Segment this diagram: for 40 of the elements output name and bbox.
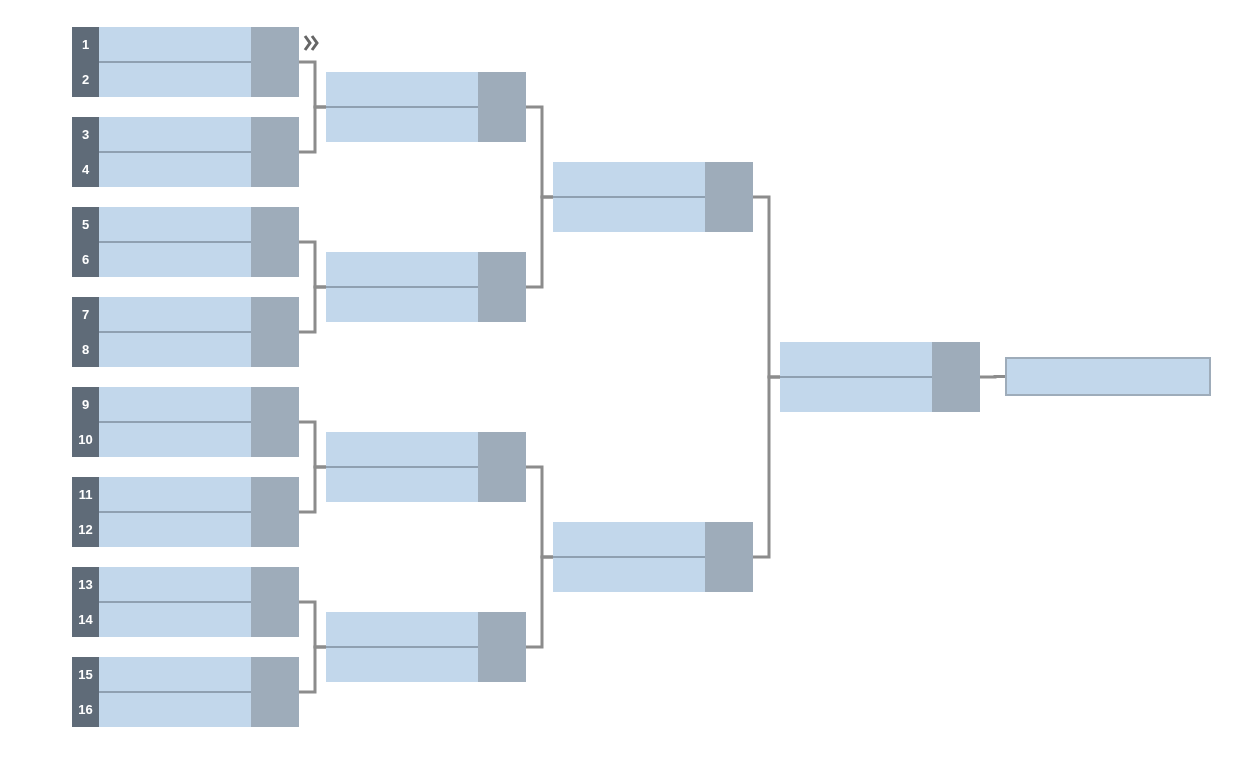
match-box xyxy=(72,207,299,277)
bracket-line xyxy=(980,375,1005,379)
match-box xyxy=(553,522,753,592)
seed-number: 3 xyxy=(80,126,91,144)
seed-number: 8 xyxy=(80,341,91,359)
seed-number: 11 xyxy=(77,486,94,504)
seed-number: 12 xyxy=(77,521,94,539)
match-box xyxy=(72,27,299,97)
match-box xyxy=(326,612,526,682)
bracket-line xyxy=(526,195,553,289)
seed-number: 9 xyxy=(80,396,91,414)
seed-number: 5 xyxy=(80,216,91,234)
bracket-line xyxy=(526,555,553,649)
match-box xyxy=(326,252,526,322)
seed-number: 15 xyxy=(77,666,94,684)
match-box xyxy=(72,387,299,457)
match-box xyxy=(72,117,299,187)
seed-number: 7 xyxy=(80,306,91,324)
match-box xyxy=(72,297,299,367)
match-box xyxy=(72,567,299,637)
seed-number: 13 xyxy=(77,576,94,594)
match-box xyxy=(780,342,980,412)
seed-number: 6 xyxy=(80,251,91,269)
match-box xyxy=(326,72,526,142)
bracket-line xyxy=(299,105,326,154)
seed-number: 16 xyxy=(77,701,94,719)
bracket-line xyxy=(299,285,326,334)
seed-number: 1 xyxy=(80,36,91,54)
seed-number: 4 xyxy=(80,161,91,179)
bracket-line xyxy=(299,645,326,694)
seed-number: 2 xyxy=(80,71,91,89)
match-box xyxy=(72,657,299,727)
seed-number: 10 xyxy=(77,431,94,449)
bracket-line xyxy=(753,375,780,559)
match-box xyxy=(553,162,753,232)
match-box xyxy=(326,432,526,502)
match-box xyxy=(72,477,299,547)
seed-number: 14 xyxy=(77,611,94,629)
bracket-line xyxy=(299,465,326,514)
winner-box xyxy=(1005,357,1211,396)
